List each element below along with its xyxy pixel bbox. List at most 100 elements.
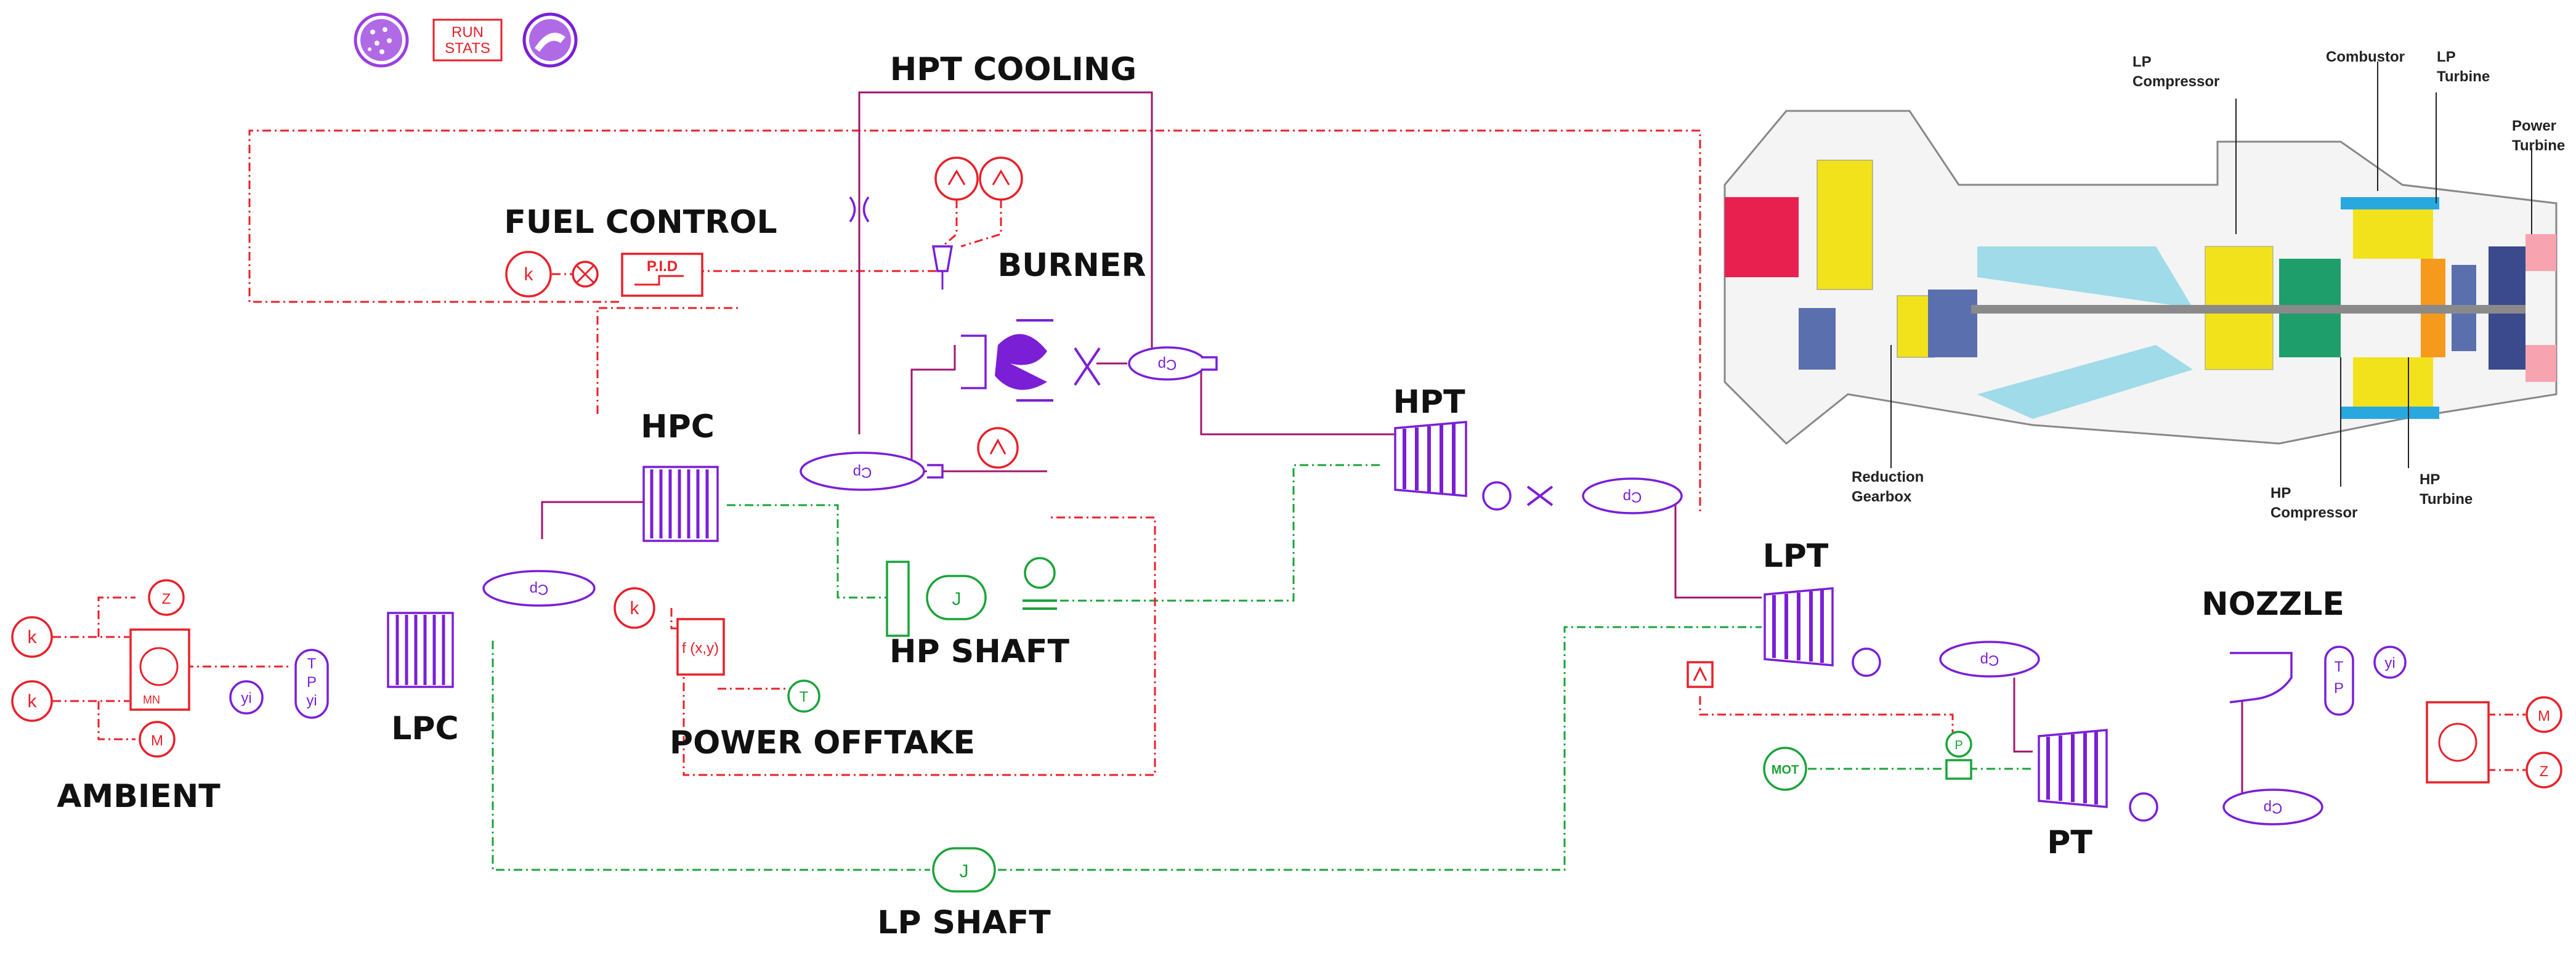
- pid-controller-block[interactable]: P.I.D: [621, 253, 703, 297]
- svg-text:MOT: MOT: [1772, 763, 1799, 777]
- power-turbine-label-1: Power: [2512, 118, 2556, 134]
- ambient-k2-block[interactable]: k: [11, 680, 53, 722]
- lp-shaft-right-line: [998, 626, 1762, 871]
- power-sensor-block[interactable]: P: [1945, 731, 1972, 780]
- svg-text:yi: yi: [2384, 655, 2395, 671]
- ambient-conditions-block[interactable]: MN: [129, 628, 190, 711]
- svg-text:yi: yi: [241, 690, 251, 707]
- svg-text:Cp: Cp: [853, 464, 872, 481]
- svg-text:J: J: [960, 861, 969, 882]
- nozzle-ambient-block[interactable]: [2426, 701, 2490, 784]
- performance-map-button[interactable]: [522, 12, 578, 68]
- lpt-label: LPT: [1763, 538, 1829, 575]
- hp-shaft-speed-sensor[interactable]: [1023, 557, 1057, 610]
- svg-text:Cp: Cp: [1158, 356, 1177, 373]
- pt-turbine-block[interactable]: [2038, 729, 2108, 808]
- nozzle-z-output[interactable]: Z: [2525, 752, 2562, 789]
- pt-sensor[interactable]: [2129, 792, 2158, 822]
- lp-compressor-label-2: Compressor: [2132, 73, 2219, 90]
- burner-block[interactable]: [961, 319, 1101, 402]
- fuel-injector[interactable]: [931, 245, 954, 290]
- fxy-function-block[interactable]: f (x,y): [676, 618, 725, 676]
- hpt-shaft-line: [1047, 464, 1380, 602]
- pt-outlet-cp[interactable]: Cp: [2222, 789, 2323, 825]
- cooling-orifice[interactable]: [849, 196, 870, 223]
- hp-shaft-gear[interactable]: [886, 561, 910, 637]
- burner-k-block[interactable]: [977, 427, 1019, 469]
- lpt-turbine-block[interactable]: [1764, 587, 1834, 667]
- offtake-k-block[interactable]: k: [614, 587, 655, 629]
- pt-to-nozzle-line: [2241, 695, 2248, 801]
- ambient-k1-block[interactable]: k: [11, 616, 53, 658]
- lpt-sensor[interactable]: [1852, 647, 1881, 677]
- run-stats-label-1: RUN: [452, 24, 484, 41]
- lp-shaft-label: LP SHAFT: [877, 904, 1051, 941]
- burner-label: BURNER: [998, 247, 1146, 284]
- fuel-control-signal-line: [248, 129, 1701, 511]
- ambient-m-line: [97, 701, 136, 740]
- burner-mixer-cp[interactable]: Cp: [1128, 346, 1218, 381]
- svg-text:Cp: Cp: [1623, 489, 1642, 505]
- svg-text:f (x,y): f (x,y): [682, 640, 719, 657]
- lpc-label: LPC: [391, 710, 458, 747]
- svg-text:Z: Z: [2540, 763, 2549, 780]
- svg-text:P: P: [307, 674, 317, 691]
- mixer-to-hpt-line: [1200, 363, 1395, 436]
- torque-source-block[interactable]: T: [787, 679, 820, 713]
- hpt-label: HPT: [1393, 384, 1465, 421]
- sensor2-line: [960, 200, 1002, 248]
- ambient-m-output[interactable]: M: [139, 721, 176, 758]
- lp-shaft-inertia-j[interactable]: J: [932, 847, 996, 893]
- lp-compressor-label-1: LP: [2132, 54, 2152, 70]
- pt-label: PT: [2047, 824, 2092, 861]
- hpt-sensor[interactable]: [1482, 481, 1512, 511]
- run-stats-button[interactable]: RUN STATS: [432, 18, 503, 62]
- hpt-turbine-block[interactable]: [1394, 421, 1467, 497]
- hp-shaft-inertia-j[interactable]: J: [926, 575, 987, 620]
- temperature-sensor-1[interactable]: [934, 156, 979, 201]
- pid-feedback-line: [596, 307, 739, 414]
- temperature-sensor-2[interactable]: [979, 156, 1023, 201]
- svg-text:P: P: [2334, 680, 2344, 697]
- scatter-plot-button[interactable]: [354, 12, 409, 68]
- hp-compressor-label-1: HP: [2270, 485, 2291, 501]
- lp-turbine-label-1: LP: [2437, 49, 2456, 65]
- svg-text:k: k: [28, 627, 38, 647]
- svg-text:Cp: Cp: [2264, 800, 2283, 816]
- hpc-bleed-line: [910, 345, 956, 468]
- hpc-outlet-cp[interactable]: Cp: [800, 452, 944, 491]
- lpc-compressor-block[interactable]: [387, 612, 454, 688]
- ambient-z-output[interactable]: Z: [148, 579, 185, 616]
- fuel-setpoint-k-block[interactable]: k: [505, 251, 552, 298]
- svg-text:T: T: [2335, 659, 2344, 675]
- k-to-fxy-line: [670, 608, 684, 630]
- lpc-outlet-cp[interactable]: Cp: [482, 570, 596, 607]
- hpt-outlet-cp[interactable]: Cp: [1582, 477, 1683, 514]
- reduction-gearbox-label-2: Gearbox: [1852, 489, 1912, 505]
- svg-text:M: M: [2538, 708, 2550, 724]
- nozzle-yi-block[interactable]: yi: [2373, 646, 2407, 679]
- nozzle-m-output[interactable]: M: [2525, 696, 2562, 733]
- hpc-compressor-block[interactable]: [642, 466, 719, 542]
- nozzle-block[interactable]: [2229, 652, 2293, 704]
- lpt-outlet-cp[interactable]: Cp: [1939, 641, 2040, 678]
- svg-text:MN: MN: [143, 694, 160, 706]
- svg-text:Cp: Cp: [1980, 652, 1999, 668]
- nozzle-label: NOZZLE: [2201, 586, 2344, 623]
- svg-text:yi: yi: [306, 692, 317, 709]
- motor-block[interactable]: MOT: [1763, 747, 1807, 791]
- svg-text:P: P: [1954, 739, 1962, 752]
- combustor-label: Combustor: [2326, 49, 2405, 65]
- hpt-orifice: [1526, 485, 1553, 506]
- ambient-label: AMBIENT: [57, 778, 221, 815]
- lpt-to-pt-line: [2013, 678, 2033, 753]
- yi-input-block[interactable]: yi: [229, 680, 264, 715]
- fuel-command-line: [678, 270, 944, 290]
- hpc-shaft-line: [727, 504, 887, 599]
- lpc-inlet-tpy[interactable]: T P yi: [294, 649, 329, 719]
- lpt-k-block[interactable]: [1687, 661, 1714, 688]
- nozzle-exit-tp[interactable]: T P: [2324, 646, 2354, 716]
- ambient-z-line: [97, 596, 136, 637]
- summation-block[interactable]: [572, 261, 599, 288]
